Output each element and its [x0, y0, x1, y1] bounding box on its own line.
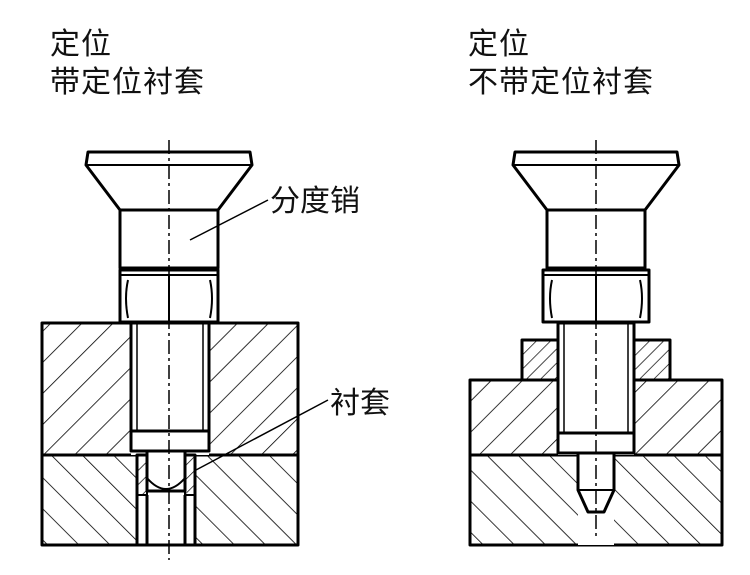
- left-caption: 定位 带定位衬套: [50, 26, 205, 102]
- right-lock-nut: [520, 338, 560, 382]
- left-assembly: [40, 140, 329, 560]
- left-caption-line1: 定位: [50, 27, 112, 62]
- right-caption-line2: 不带定位衬套: [468, 65, 654, 100]
- right-caption-line1: 定位: [468, 27, 530, 62]
- index-pin-label: 分度销: [270, 184, 360, 219]
- left-caption-line2: 带定位衬套: [50, 65, 205, 100]
- bushing-label: 衬套: [330, 386, 390, 421]
- right-caption: 定位 不带定位衬套: [468, 26, 654, 102]
- right-assembly: [468, 140, 724, 547]
